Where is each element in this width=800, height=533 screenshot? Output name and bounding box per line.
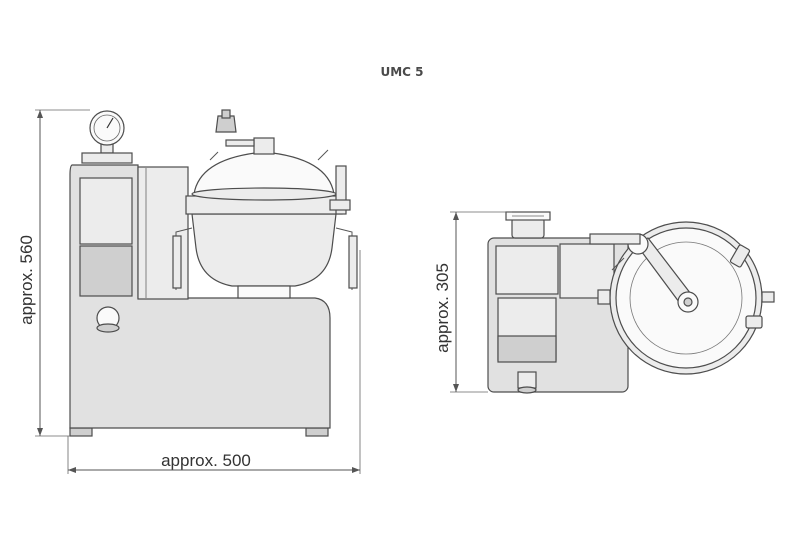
front-right-handle [348,235,358,289]
front-view [69,109,358,437]
top-drain-knob [517,371,537,389]
front-lower-panel [79,245,133,297]
front-base-body [69,164,331,429]
drawing-title: UMC 5 [380,65,423,79]
top-view [487,211,775,394]
front-width-label: approx. 500 [161,451,251,470]
pressure-gauge-icon [81,110,133,164]
front-bowl [191,213,337,287]
front-right-foot [305,427,329,437]
front-height-label: approx. 560 [17,235,36,325]
front-left-foot [69,427,93,437]
front-left-handle [172,235,182,289]
front-dimensions: approx. 560 approx. 500 [17,109,361,474]
top-height-label: approx. 305 [433,263,452,353]
front-upper-panel [79,177,133,245]
top-dimensions: approx. 305 [433,211,512,393]
